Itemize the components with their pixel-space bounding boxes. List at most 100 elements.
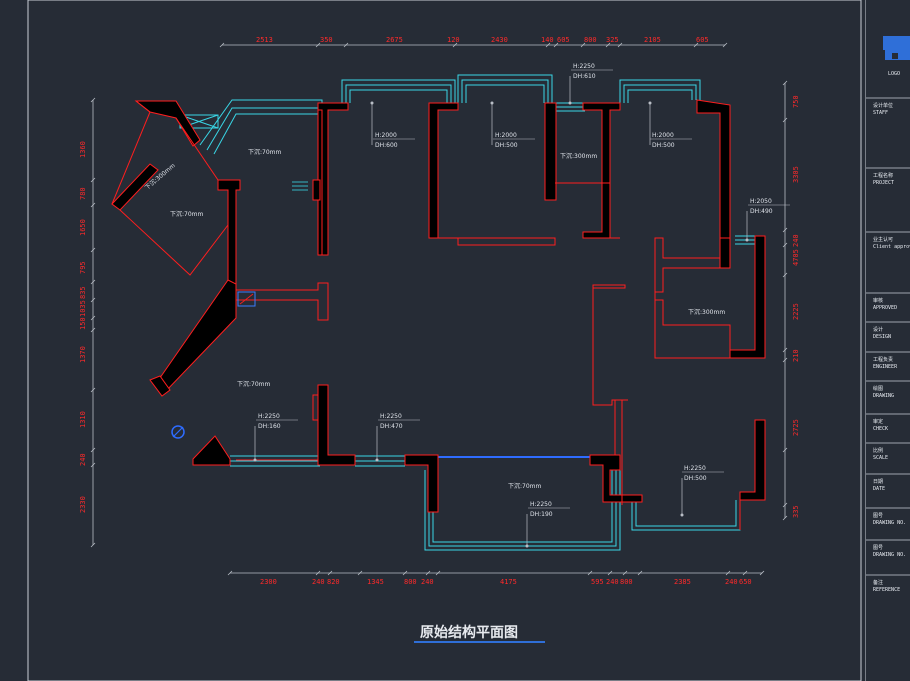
wall-corner-sw: [192, 435, 231, 466]
left-dim-label: 2330: [79, 496, 87, 513]
wall-bay-left: [111, 163, 159, 211]
left-dim-label: 1035: [79, 300, 87, 317]
bottom-dim-label: 240: [421, 578, 434, 586]
title-block-sublabel: DATE: [873, 486, 885, 492]
right-dim-label: 240: [792, 234, 800, 247]
wall-left-lower: [149, 375, 171, 397]
title-block-sublabel: ENGINEER: [873, 364, 898, 370]
bottom-dim-label: 2385: [674, 578, 691, 586]
top-dim-label: 140: [541, 36, 554, 44]
window-leader-dot: [680, 513, 684, 517]
column-marker: [171, 425, 185, 439]
window-height-label: H:2250: [573, 63, 595, 70]
window-sill-label: DH:470: [380, 423, 403, 430]
right-dim-label: 3305: [792, 166, 800, 183]
top-dim-label: 2105: [644, 36, 661, 44]
room-note: 下沉:70mm: [248, 148, 282, 156]
room-note: 下沉:70mm: [170, 210, 204, 218]
room-note: 下沉:70mm: [508, 482, 542, 490]
wall-left-diagonal: [154, 279, 237, 393]
left-dim-label: 835: [79, 286, 87, 299]
right-dim-label: 750: [792, 95, 800, 108]
right-dim-label: 2225: [792, 303, 800, 320]
wall-top-a: [317, 102, 349, 256]
logo-text: LOGO: [888, 71, 900, 77]
bottom-dim-label: 800: [404, 578, 417, 586]
window-bottom-left: [230, 455, 320, 467]
room-note: 下沉:300mm: [688, 308, 725, 316]
window-leader-dot: [375, 458, 379, 462]
window-height-label: H:2250: [530, 501, 552, 508]
room-note: 下沉:70mm: [237, 380, 271, 388]
top-dim-label: 605: [696, 36, 709, 44]
wall-top-d: [582, 102, 621, 239]
window-height-label: H:2250: [258, 413, 280, 420]
title-block-label: 审核: [873, 297, 883, 304]
drawing-frame: [27, 0, 862, 681]
room-note: 下沉:300mm: [560, 152, 597, 160]
right-dim-label: 210: [792, 349, 800, 362]
bottom-dim-label: 1345: [367, 578, 384, 586]
window-leader-dot: [745, 238, 749, 242]
window-leader-dot: [525, 544, 529, 548]
bottom-dim-label: 2300: [260, 578, 277, 586]
bottom-dim-label: 800: [620, 578, 633, 586]
title-block-label: 工程负责: [873, 356, 893, 363]
window-bottom-balcony: [424, 470, 621, 551]
small-steps: [292, 181, 308, 191]
window-leader-dot: [253, 458, 257, 462]
title-block-sublabel: DESIGN: [873, 334, 891, 340]
window-top-main: [341, 79, 456, 103]
left-dim-label: 795: [79, 261, 87, 274]
left-dim-label: 1360: [79, 141, 87, 158]
wall-top-right: [696, 99, 731, 239]
left-dim-label: 1370: [79, 346, 87, 363]
bottom-dim-label: 240: [606, 578, 619, 586]
left-dimension-line: [90, 97, 96, 548]
top-dim-label: 605: [557, 36, 570, 44]
window-sill-label: DH:500: [684, 475, 707, 482]
bottom-dim-label: 595: [591, 578, 604, 586]
partition-lines: [111, 100, 741, 530]
title-block-sublabel: SCALE: [873, 455, 888, 461]
window-bottom-mid: [355, 455, 405, 467]
window-sill-label: DH:490: [750, 208, 773, 215]
window-height-label: H:2050: [750, 198, 772, 205]
top-dim-label: 120: [447, 36, 460, 44]
right-dim-label: 4705: [792, 249, 800, 266]
title-block-sublabel: PROJECT: [873, 180, 894, 186]
bottom-dim-label: 4175: [500, 578, 517, 586]
window-leader-dot: [370, 101, 374, 105]
wall-bottom-c: [589, 454, 643, 503]
window-sill-label: DH:160: [258, 423, 281, 430]
right-dim-label: 335: [792, 505, 800, 518]
shaft-box: [237, 291, 256, 307]
left-dim-label: 240: [79, 453, 87, 466]
window-sill-label: DH:500: [652, 142, 675, 149]
title-block-label: 日期: [873, 479, 883, 485]
wall-top-c: [544, 102, 557, 201]
top-dim-label: 2513: [256, 36, 273, 44]
wall-right-room: [729, 235, 766, 359]
wall-bottom-b: [404, 454, 439, 513]
title-block-label: 工程名称: [873, 172, 893, 179]
title-block-label: 图号: [873, 513, 883, 519]
top-dim-label: 2675: [386, 36, 403, 44]
right-dimension-line: [782, 80, 788, 521]
title-block-sublabel: APPROVED: [873, 305, 897, 311]
title-block-sublabel: DRAWING NO.: [873, 552, 906, 558]
window-right-side: [735, 235, 755, 245]
window-sill-label: DH:190: [530, 511, 553, 518]
left-dim-label: 1650: [79, 219, 87, 236]
logo: LOGO: [883, 36, 910, 77]
bottom-dim-label: 240: [725, 578, 738, 586]
top-dim-label: 325: [606, 36, 619, 44]
window-labels: H:2000DH:600H:2000DH:500H:2250DH:610H:20…: [258, 63, 773, 518]
window-height-label: H:2250: [684, 465, 706, 472]
window-sill-label: DH:500: [495, 142, 518, 149]
